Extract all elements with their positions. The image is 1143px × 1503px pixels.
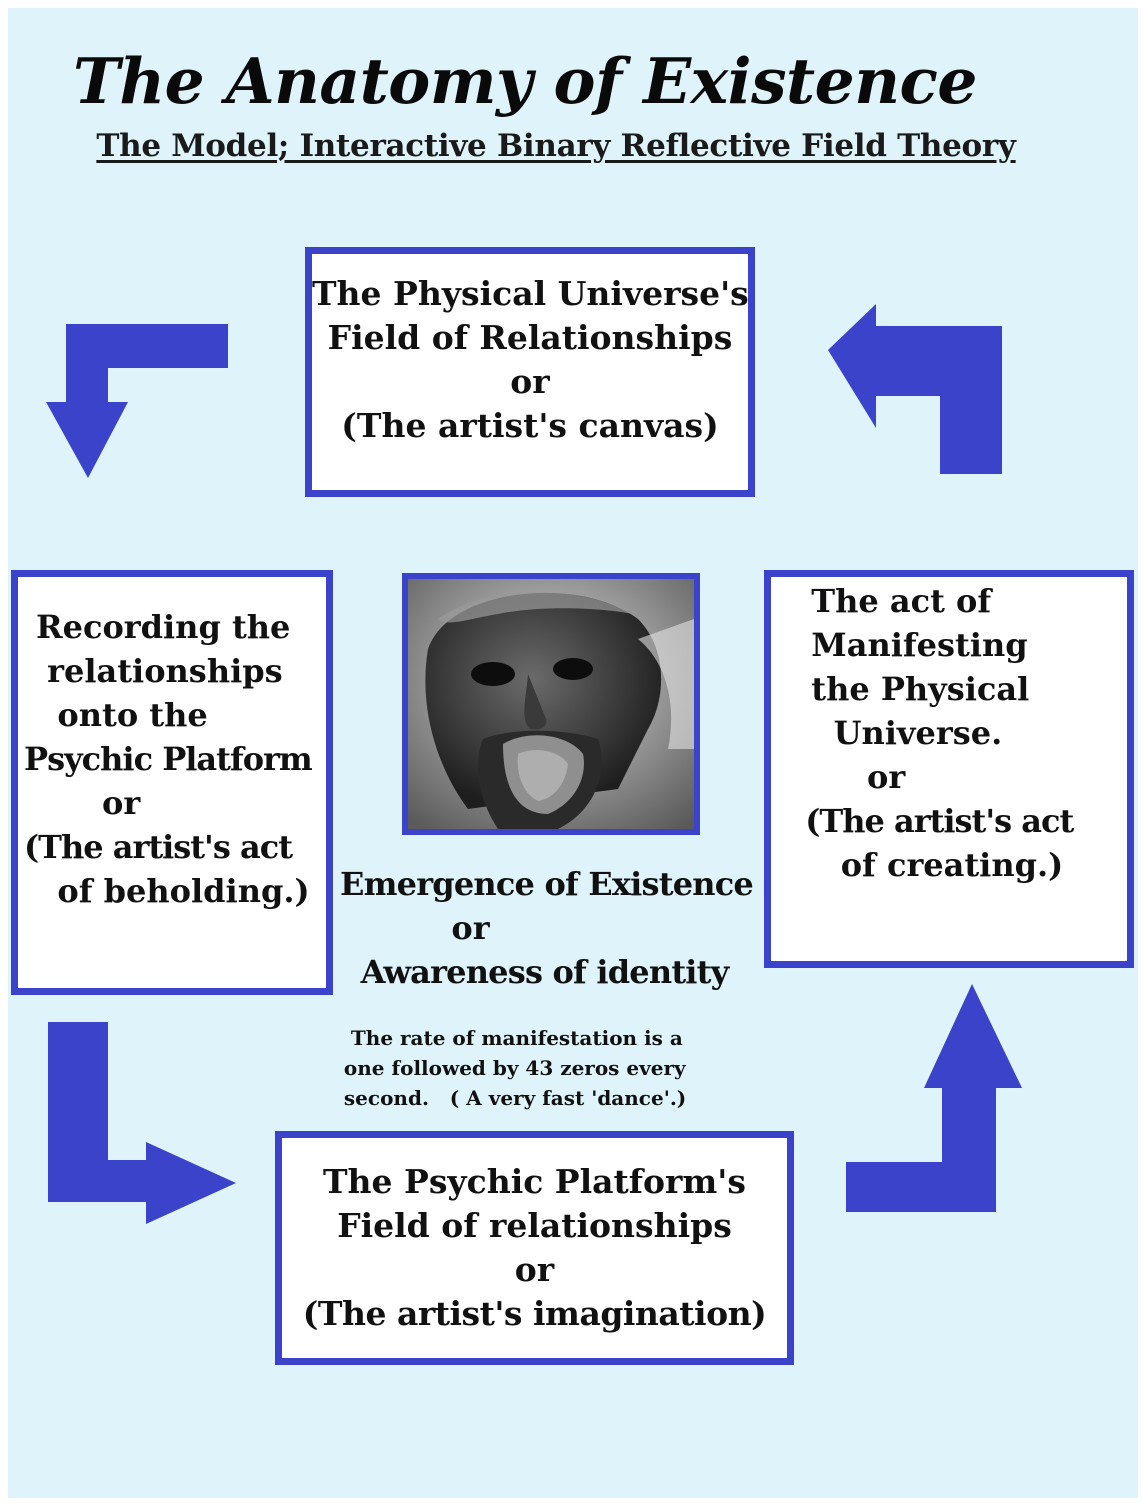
box-line: (The artist's canvas) — [341, 406, 719, 445]
box-line: (The artist's act — [24, 828, 293, 866]
recording-relationships-box: Recording the relationships onto the Psy… — [11, 570, 333, 995]
box-line: Manifesting — [789, 626, 1028, 664]
box-line: or — [510, 362, 550, 401]
manifesting-universe-box: The act of Manifesting the Physical Univ… — [764, 570, 1134, 968]
box-line: Universe. — [789, 714, 1003, 752]
box-line: or — [514, 1250, 555, 1289]
box-line: (The artist's imagination) — [302, 1294, 767, 1333]
box-line: onto the — [24, 696, 208, 734]
box-line: Recording the — [36, 608, 291, 646]
note-line: one followed by 43 zeros every — [330, 1056, 686, 1080]
box-line: The Physical Universe's — [312, 274, 749, 313]
emergence-caption: Emergence of Existence or Awareness of i… — [340, 862, 760, 994]
thinker-sculpture-photo — [402, 573, 700, 835]
psychic-platform-box: The Psychic Platform's Field of relation… — [275, 1131, 794, 1365]
caption-line: Awareness of identity — [340, 953, 730, 991]
box-line: of creating.) — [785, 846, 1064, 884]
box-line: or — [24, 784, 141, 822]
physical-universe-box: The Physical Universe's Field of Relatio… — [305, 247, 755, 497]
box-line: or — [789, 758, 906, 796]
box-line: of beholding.) — [24, 872, 310, 910]
box-line: Psychic Platform — [24, 740, 313, 778]
note-line: The rate of manifestation is a — [330, 1026, 683, 1050]
box-line: the Physical — [789, 670, 1030, 708]
manifestation-rate-note: The rate of manifestation is a one follo… — [330, 1023, 730, 1113]
arrow-right-up — [846, 984, 1022, 1212]
box-line: Field of relationships — [337, 1206, 732, 1245]
page-subtitle: The Model; Interactive Binary Reflective… — [96, 128, 1016, 164]
sculpture-image — [408, 579, 694, 829]
note-line: second. ( A very fast 'dance'.) — [330, 1086, 687, 1110]
arrow-up-left — [828, 304, 1002, 474]
box-line: The Psychic Platform's — [323, 1162, 746, 1201]
arrow-down-left — [46, 324, 228, 478]
caption-line: or — [340, 909, 490, 947]
box-line: relationships — [36, 652, 283, 690]
box-line: The act of — [789, 582, 992, 620]
page-title: The Anatomy of Existence — [73, 44, 978, 118]
caption-line: Emergence of Existence — [340, 865, 754, 903]
arrow-down-right — [48, 1022, 236, 1224]
box-line: Field of Relationships — [327, 318, 733, 357]
box-line: (The artist's act — [785, 802, 1074, 840]
